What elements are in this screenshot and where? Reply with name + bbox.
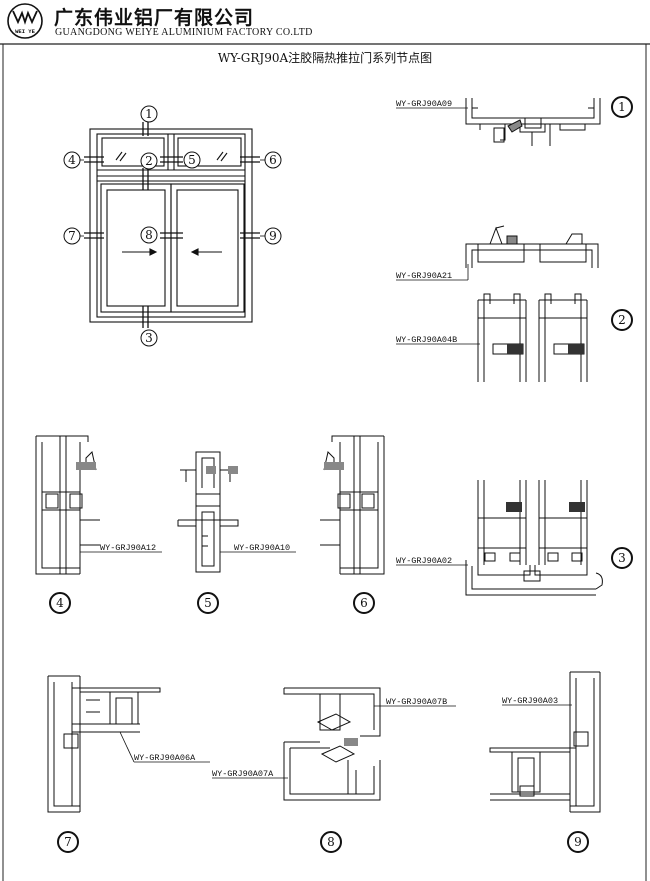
detail-8-label-wy-grj90a07b: WY-GRJ90A07B xyxy=(374,697,456,707)
svg-text:WY-GRJ90A02: WY-GRJ90A02 xyxy=(396,556,452,566)
elevation-marker-1[interactable]: 1 xyxy=(140,105,158,123)
detail-8-number[interactable]: 8 xyxy=(320,831,342,853)
svg-text:1: 1 xyxy=(618,100,626,114)
detail-3-profile xyxy=(465,480,603,596)
detail-4-hardware xyxy=(76,462,96,470)
svg-text:2: 2 xyxy=(145,154,153,168)
detail-8-profile xyxy=(283,687,381,801)
svg-text:WY-GRJ90A07A: WY-GRJ90A07A xyxy=(212,769,274,779)
detail-8-label-wy-grj90a07a: WY-GRJ90A07A xyxy=(212,769,288,779)
elevation-marker-9[interactable]: 9 xyxy=(264,227,282,245)
detail-2-label-wy-grj90a21: WY-GRJ90A21 xyxy=(396,264,469,281)
detail-3-gaskets xyxy=(506,502,585,512)
detail-4-label-wy-grj90a12: WY-GRJ90A12 xyxy=(80,543,162,553)
svg-text:7: 7 xyxy=(64,835,72,849)
page-title: WY-GRJ90A注胶隔热推拉门系列节点图 xyxy=(217,51,433,65)
sliding-direction-arrows xyxy=(122,248,222,256)
detail-3-number[interactable]: 3 xyxy=(611,547,633,569)
detail-7-profile xyxy=(47,675,161,813)
detail-9-profile xyxy=(489,671,601,813)
detail-2-label-wy-grj90a04b: WY-GRJ90A04B xyxy=(396,335,480,345)
svg-text:WY-GRJ90A04B: WY-GRJ90A04B xyxy=(396,335,457,345)
elevation-markers: 1 2 3 4 5 6 7 8 9 xyxy=(63,105,282,347)
svg-text:WY-GRJ90A10: WY-GRJ90A10 xyxy=(234,543,290,553)
detail-1-number[interactable]: 1 xyxy=(611,96,633,118)
svg-text:5: 5 xyxy=(204,596,212,610)
arrow-right-icon xyxy=(122,248,158,256)
svg-text:3: 3 xyxy=(145,331,153,345)
elevation-marker-2[interactable]: 2 xyxy=(140,152,158,170)
company-logo: WEI YE xyxy=(7,3,43,39)
detail-2-gaskets xyxy=(507,344,584,354)
detail-8-hardware xyxy=(344,738,358,746)
elevation-marker-3[interactable]: 3 xyxy=(140,329,158,347)
svg-text:WY-GRJ90A09: WY-GRJ90A09 xyxy=(396,99,452,109)
elevation-marker-6[interactable]: 6 xyxy=(264,151,282,169)
svg-text:6: 6 xyxy=(269,153,277,167)
arrow-left-icon xyxy=(190,248,222,256)
svg-text:8: 8 xyxy=(145,228,153,242)
detail-2-number[interactable]: 2 xyxy=(611,309,633,331)
detail-3-label-wy-grj90a02: WY-GRJ90A02 xyxy=(396,556,468,566)
svg-text:8: 8 xyxy=(327,835,335,849)
svg-text:2: 2 xyxy=(618,313,626,327)
logo-text: WEI YE xyxy=(15,28,36,35)
detail-5-number[interactable]: 5 xyxy=(197,592,219,614)
svg-text:5: 5 xyxy=(188,153,196,167)
detail-7-label-wy-grj90a06a: WY-GRJ90A06A xyxy=(119,731,210,763)
svg-text:WY-GRJ90A12: WY-GRJ90A12 xyxy=(100,543,156,553)
svg-text:6: 6 xyxy=(360,596,368,610)
elevation-marker-4[interactable]: 4 xyxy=(63,151,81,169)
company-name-en: GUANGDONG WEIYE ALUMINIUM FACTORY CO.LTD xyxy=(55,27,313,38)
company-name-cn: 广东伟业铝厂有限公司 xyxy=(54,7,255,29)
elevation-marker-5[interactable]: 5 xyxy=(183,151,201,169)
detail-9-label-wy-grj90a03: WY-GRJ90A03 xyxy=(502,696,572,706)
svg-text:WY-GRJ90A03: WY-GRJ90A03 xyxy=(502,696,558,706)
detail-6-profile xyxy=(320,435,385,575)
detail-1-profile xyxy=(465,98,601,146)
svg-text:WY-GRJ90A07B: WY-GRJ90A07B xyxy=(386,697,447,707)
detail-6-number[interactable]: 6 xyxy=(353,592,375,614)
svg-text:1: 1 xyxy=(145,107,153,121)
elevation-marker-8[interactable]: 8 xyxy=(140,226,158,244)
svg-text:4: 4 xyxy=(68,153,76,167)
detail-9-number[interactable]: 9 xyxy=(567,831,589,853)
svg-text:3: 3 xyxy=(618,551,626,565)
detail-2-profile xyxy=(465,225,599,382)
detail-1-label-wy-grj90a09: WY-GRJ90A09 xyxy=(396,99,468,109)
svg-text:WY-GRJ90A06A: WY-GRJ90A06A xyxy=(134,753,196,763)
detail-5-hardware xyxy=(206,466,238,474)
window-elevation xyxy=(89,128,253,323)
detail-7-number[interactable]: 7 xyxy=(57,831,79,853)
svg-text:4: 4 xyxy=(56,596,64,610)
svg-text:9: 9 xyxy=(574,835,582,849)
svg-text:9: 9 xyxy=(269,229,277,243)
elevation-marker-7[interactable]: 7 xyxy=(63,227,81,245)
svg-text:WY-GRJ90A21: WY-GRJ90A21 xyxy=(396,271,452,281)
svg-text:7: 7 xyxy=(68,229,76,243)
detail-6-hardware xyxy=(324,462,344,470)
detail-5-label-wy-grj90a10: WY-GRJ90A10 xyxy=(220,543,296,553)
detail-4-number[interactable]: 4 xyxy=(49,592,71,614)
detail-4-profile xyxy=(35,435,100,575)
